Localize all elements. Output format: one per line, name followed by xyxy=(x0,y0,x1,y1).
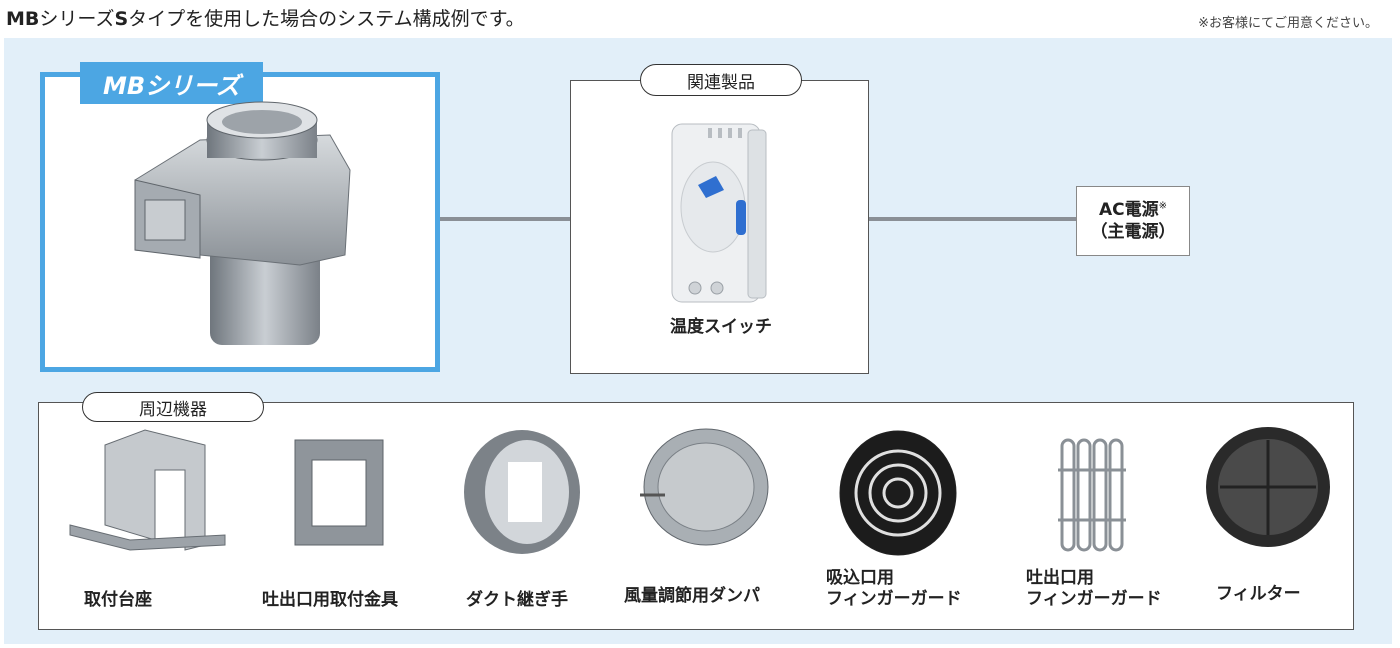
peripheral-item-label: フィルター xyxy=(1216,584,1301,604)
filter-image xyxy=(1206,427,1330,547)
mounting-base-image xyxy=(69,429,226,551)
outlet-bracket-image xyxy=(294,439,384,546)
mb-series-label: MBシリーズ xyxy=(80,62,263,104)
inlet-finger-guard-image xyxy=(839,430,957,556)
ac-power-box: AC電源※ （主電源） xyxy=(1076,186,1190,256)
user-supplied-note: ※お客様にてご用意ください。 xyxy=(1198,16,1378,31)
main-power-label: （主電源） xyxy=(1090,222,1176,242)
peripheral-item-label: 吸込口用フィンガーガード xyxy=(826,568,962,610)
duct-joint-image xyxy=(464,430,580,554)
outlet-finger-guard-image xyxy=(1058,438,1126,552)
peripheral-item-label: 取付台座 xyxy=(84,590,152,610)
related-products-label: 関連製品 xyxy=(640,64,802,96)
peripheral-item-label: ダクト継ぎ手 xyxy=(466,590,568,610)
peripheral-item-label: 吐出口用取付金具 xyxy=(262,590,398,610)
ac-power-label: AC電源※ xyxy=(1098,199,1168,220)
temperature-switch-label: 温度スイッチ xyxy=(670,317,772,337)
peripheral-item-label: 風量調節用ダンパ xyxy=(624,586,760,606)
peripheral-item-label: 吐出口用フィンガーガード xyxy=(1026,568,1162,610)
page-caption: MBシリーズSタイプを使用した場合のシステム構成例です。 xyxy=(6,8,525,30)
airflow-damper-image xyxy=(640,428,769,546)
peripherals-label: 周辺機器 xyxy=(82,392,264,422)
